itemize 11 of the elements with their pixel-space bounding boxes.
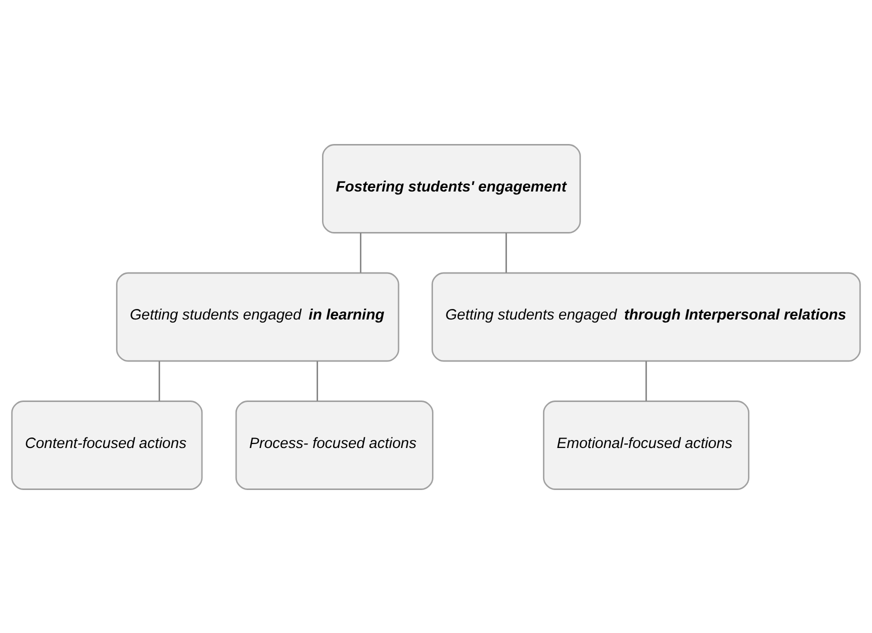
node-box: Process- focused actions: [235, 400, 434, 490]
node-box: Getting students engaged through Interpersonal relations: [432, 272, 861, 362]
connector: [158, 360, 160, 401]
node-box: Fostering students' engagement: [322, 144, 581, 233]
connector: [506, 232, 507, 272]
node-box: Getting students engaged in learning: [116, 272, 400, 362]
connector: [645, 360, 647, 401]
node-box: Emotional-focused actions: [542, 400, 750, 490]
connector: [360, 232, 362, 272]
node-box: Content-focused actions: [11, 400, 203, 490]
connector: [316, 360, 318, 401]
